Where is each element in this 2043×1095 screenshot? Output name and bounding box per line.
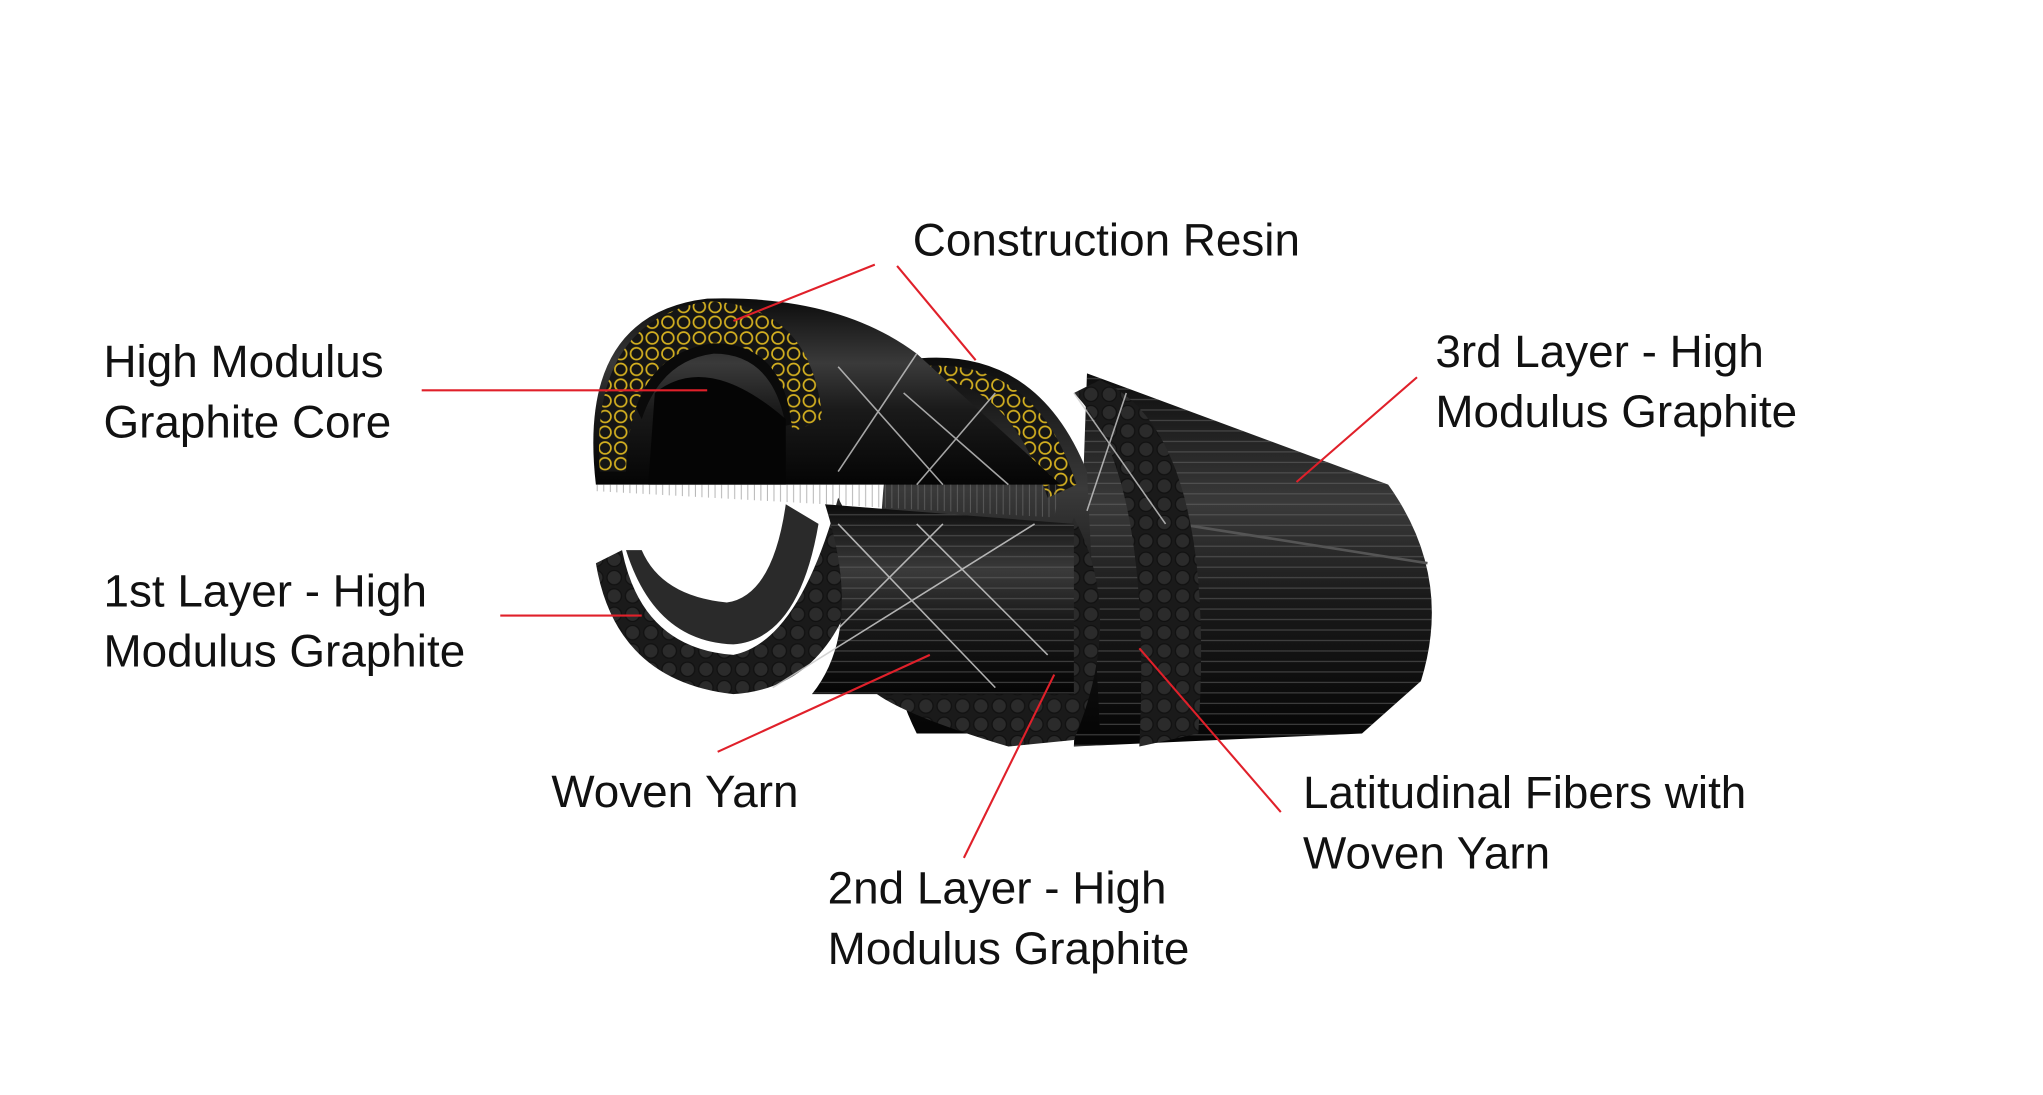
leader-resin-2 [896,265,977,361]
leader-layer3 [1295,376,1418,483]
labels: Construction Resin High Modulus Graphite… [103,214,1797,974]
label-core-line2: Graphite Core [103,396,391,447]
label-layer1-line1: 1st Layer - High [103,565,426,616]
label-latitudinal-line2: Woven Yarn [1303,827,1550,878]
leader-woven-yarn [717,653,931,753]
label-latitudinal-line1: Latitudinal Fibers with [1303,767,1746,818]
label-core-line1: High Modulus [103,336,383,387]
leader-lines [421,263,1418,859]
label-layer2-line2: Modulus Graphite [828,923,1190,974]
label-woven-yarn: Woven Yarn [551,766,798,817]
label-construction-resin: Construction Resin [913,214,1300,265]
label-layer3-line2: Modulus Graphite [1435,386,1797,437]
label-layer1-line2: Modulus Graphite [103,626,465,677]
shaft-illustration [593,298,1432,747]
leader-layer2 [962,674,1056,859]
leader-resin-1 [732,263,876,322]
label-layer2-line1: 2nd Layer - High [828,863,1167,914]
leader-latitudinal [1138,647,1282,813]
label-layer3-line1: 3rd Layer - High [1435,326,1764,377]
